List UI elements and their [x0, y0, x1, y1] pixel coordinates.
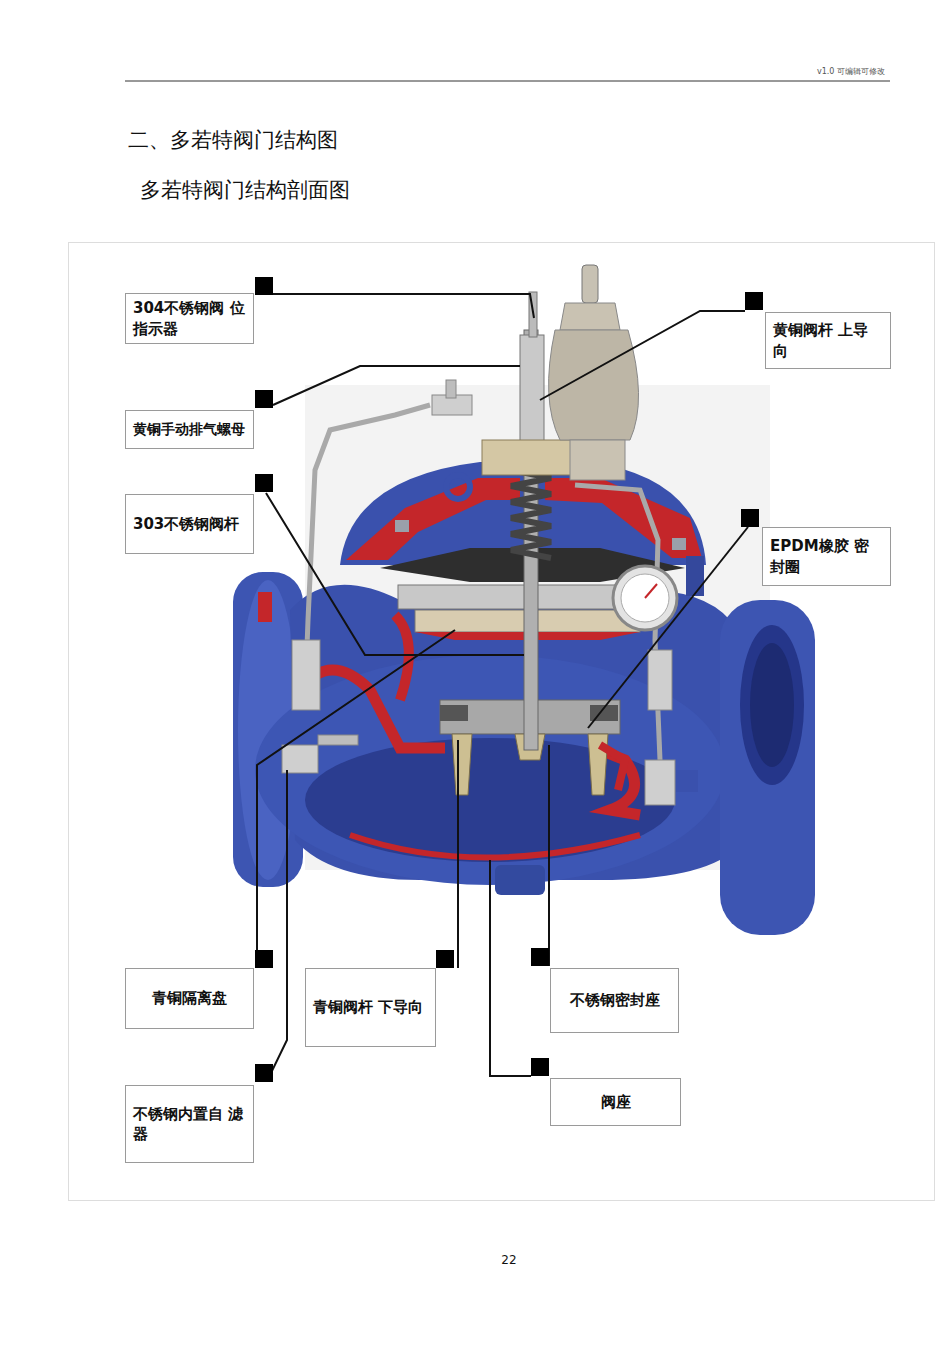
label-text: 多若特阀门结构剖面图 [140, 178, 350, 202]
callout-box: 青铜隔离盘 [125, 968, 254, 1029]
leader-lines [257, 294, 748, 1076]
callout-text: 304不锈钢阀 位指示器 [133, 298, 246, 339]
callout-text: 黄铜手动排气螺母 [133, 420, 246, 439]
page-number: 22 [501, 1253, 516, 1267]
header-rule [125, 81, 890, 82]
page-heading: 二、多若特阀门结构图 [128, 126, 338, 154]
callout-box: EPDM橡胶 密封圈 [762, 527, 891, 586]
callout-markers [255, 277, 763, 1082]
callout-box: 不锈钢内置自 滤器 [125, 1085, 254, 1163]
header-note: v1.0 可编辑可修改 [817, 66, 885, 77]
callout-box: 304不锈钢阀 位指示器 [125, 293, 254, 344]
callout-text: 青铜隔离盘 [133, 988, 246, 1008]
callout-text: 黄铜阀杆 上导向 [773, 320, 883, 361]
callout-box: 不锈钢密封座 [550, 968, 679, 1033]
callout-text: 青铜阀杆 下导向 [313, 997, 428, 1017]
callout-box: 阀座 [550, 1078, 681, 1126]
callout-box: 黄铜手动排气螺母 [125, 410, 254, 449]
callout-box: 303不锈钢阀杆 [125, 494, 254, 554]
heading-text: 二、多若特阀门结构图 [128, 128, 338, 152]
sub-heading: 多若特阀门结构剖面图 [140, 176, 350, 204]
callout-text: 不锈钢内置自 滤器 [133, 1104, 246, 1145]
callout-text: 不锈钢密封座 [558, 990, 671, 1010]
figure-frame [69, 243, 935, 1201]
valve-body [233, 265, 815, 935]
callout-text: 阀座 [558, 1092, 673, 1112]
callout-text: 303不锈钢阀杆 [133, 514, 246, 534]
label-text: v1.0 可编辑可修改 [817, 67, 885, 76]
label-text: 22 [501, 1253, 516, 1267]
callout-box: 黄铜阀杆 上导向 [765, 312, 891, 369]
callout-box: 青铜阀杆 下导向 [305, 968, 436, 1047]
callout-text: EPDM橡胶 密封圈 [770, 536, 883, 577]
